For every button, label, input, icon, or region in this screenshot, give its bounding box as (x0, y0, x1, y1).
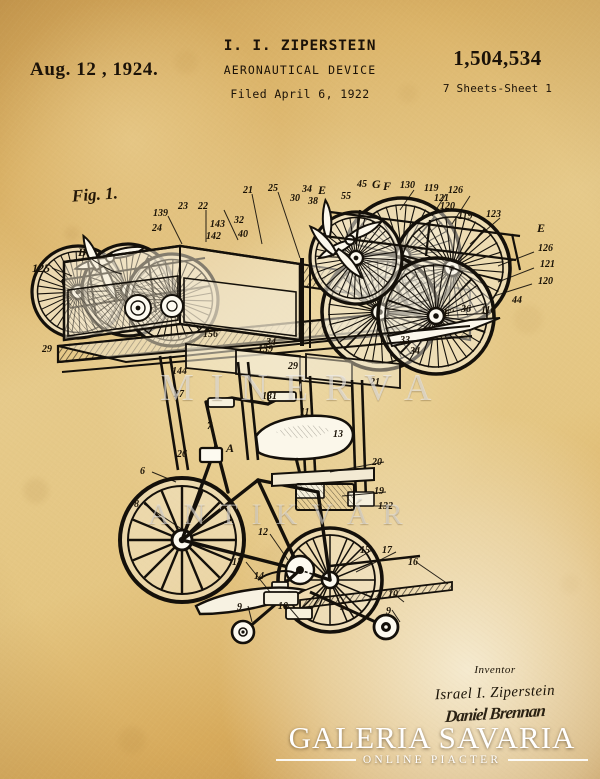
reference-numeral: E (318, 184, 326, 196)
reference-numeral: 19 (374, 487, 384, 497)
brand-subtitle: ONLINE PIACTER (363, 754, 501, 766)
patent-figure: Fig. 1. (0, 140, 600, 650)
reference-numeral: 6 (140, 467, 145, 477)
reference-numeral: 139 (258, 345, 273, 355)
reference-numeral: 139 (153, 209, 168, 219)
brand-watermark: GALERIA SAVARIA ONLINE PIACTER (276, 722, 588, 766)
reference-numeral: 44 (512, 296, 522, 306)
patent-header-right: 1,504,534 7 Sheets-Sheet 1 (410, 46, 585, 95)
reference-numeral: 7 (207, 422, 212, 432)
reference-numeral: 121 (540, 260, 555, 270)
patent-filed-date: Filed April 6, 1922 (195, 87, 405, 101)
reference-numeral: 16 (408, 558, 418, 568)
reference-numeral: 21 (243, 186, 253, 196)
inventor-label: Inventor (400, 664, 590, 676)
reference-numeral: 123 (486, 210, 501, 220)
reference-numeral: 26 (177, 450, 187, 460)
reference-numeral: 142 (206, 232, 221, 242)
reference-numeral: 30 (290, 194, 300, 204)
reference-numeral: 38 (308, 197, 318, 207)
reference-numeral: A (226, 442, 234, 454)
reference-numeral: 23 (178, 202, 188, 212)
reference-numeral: 130 (400, 181, 415, 191)
brand-subtitle-row: ONLINE PIACTER (276, 754, 588, 766)
reference-numeral: E (537, 222, 545, 234)
brand-rule-left (276, 759, 356, 761)
reference-numeral: 131 (262, 392, 277, 402)
reference-numeral: 27 (174, 390, 184, 400)
reference-numeral: 125 (32, 262, 50, 274)
reference-numeral: 156 (203, 330, 218, 340)
reference-numeral: F (383, 180, 391, 192)
reference-numeral: 14 (254, 572, 264, 582)
reference-numeral: 55 (341, 192, 351, 202)
reference-numeral: 11 (300, 408, 309, 418)
signature-block: Inventor Israel I. Ziperstein Daniel Bre… (400, 664, 590, 724)
reference-numeral: 22 (198, 202, 208, 212)
reference-numeral: 20 (372, 458, 382, 468)
patent-number: 1,504,534 (410, 46, 585, 71)
reference-numeral: 33 (400, 336, 410, 346)
reference-numeral: 10 (388, 590, 398, 600)
brand-rule-right (508, 759, 588, 761)
reference-numeral: G (372, 178, 381, 190)
reference-numeral: F' (443, 307, 454, 319)
reference-numeral: 15 (360, 546, 370, 556)
patent-title: AERONAUTICAL DEVICE (195, 63, 405, 77)
reference-numeral: 21 (370, 378, 380, 388)
reference-numeral: 120 (440, 202, 455, 212)
reference-numeral: 36 (461, 305, 471, 315)
reference-numeral: 45 (357, 180, 367, 190)
reference-numeral: 32 (234, 216, 244, 226)
reference-numeral: 143 (210, 220, 225, 230)
reference-numeral: 5 (340, 603, 345, 613)
patent-date: Aug. 12 , 1924. (30, 59, 158, 81)
reference-numeral: 119 (458, 212, 472, 222)
reference-numeral: 8 (134, 500, 139, 510)
reference-numeral: 34 (410, 347, 420, 357)
reference-numeral: 13 (333, 430, 343, 440)
reference-numeral: 40 (238, 230, 248, 240)
reference-numeral: 120 (538, 277, 553, 287)
aeronautical-device-drawing (0, 140, 600, 650)
patent-sheet-count: 7 Sheets-Sheet 1 (410, 82, 585, 95)
reference-numeral: 29 (42, 345, 52, 355)
reference-numeral: 9 (386, 607, 391, 617)
reference-numeral: 9 (237, 603, 242, 613)
reference-numeral: 132 (378, 502, 393, 512)
reference-numeral: 126 (448, 186, 463, 196)
reference-numeral: 17 (382, 546, 392, 556)
reference-numeral: B (78, 246, 86, 258)
reference-numeral: 24 (152, 224, 162, 234)
reference-numeral: 29 (288, 362, 298, 372)
reference-numeral: 13 (232, 558, 242, 568)
reference-numeral: 126 (538, 244, 553, 254)
reference-numeral: 116 (481, 306, 495, 316)
reference-numeral: 144 (172, 367, 187, 377)
reference-numeral: 25 (268, 184, 278, 194)
reference-numeral: 34 (302, 185, 312, 195)
reference-numeral: 10 (278, 602, 288, 612)
patent-header-center: I. I. ZIPERSTEIN AERONAUTICAL DEVICE Fil… (195, 38, 405, 101)
brand-name: GALERIA SAVARIA (276, 722, 588, 753)
reference-numeral: 12 (258, 528, 268, 538)
patent-inventor-name: I. I. ZIPERSTEIN (195, 38, 405, 54)
